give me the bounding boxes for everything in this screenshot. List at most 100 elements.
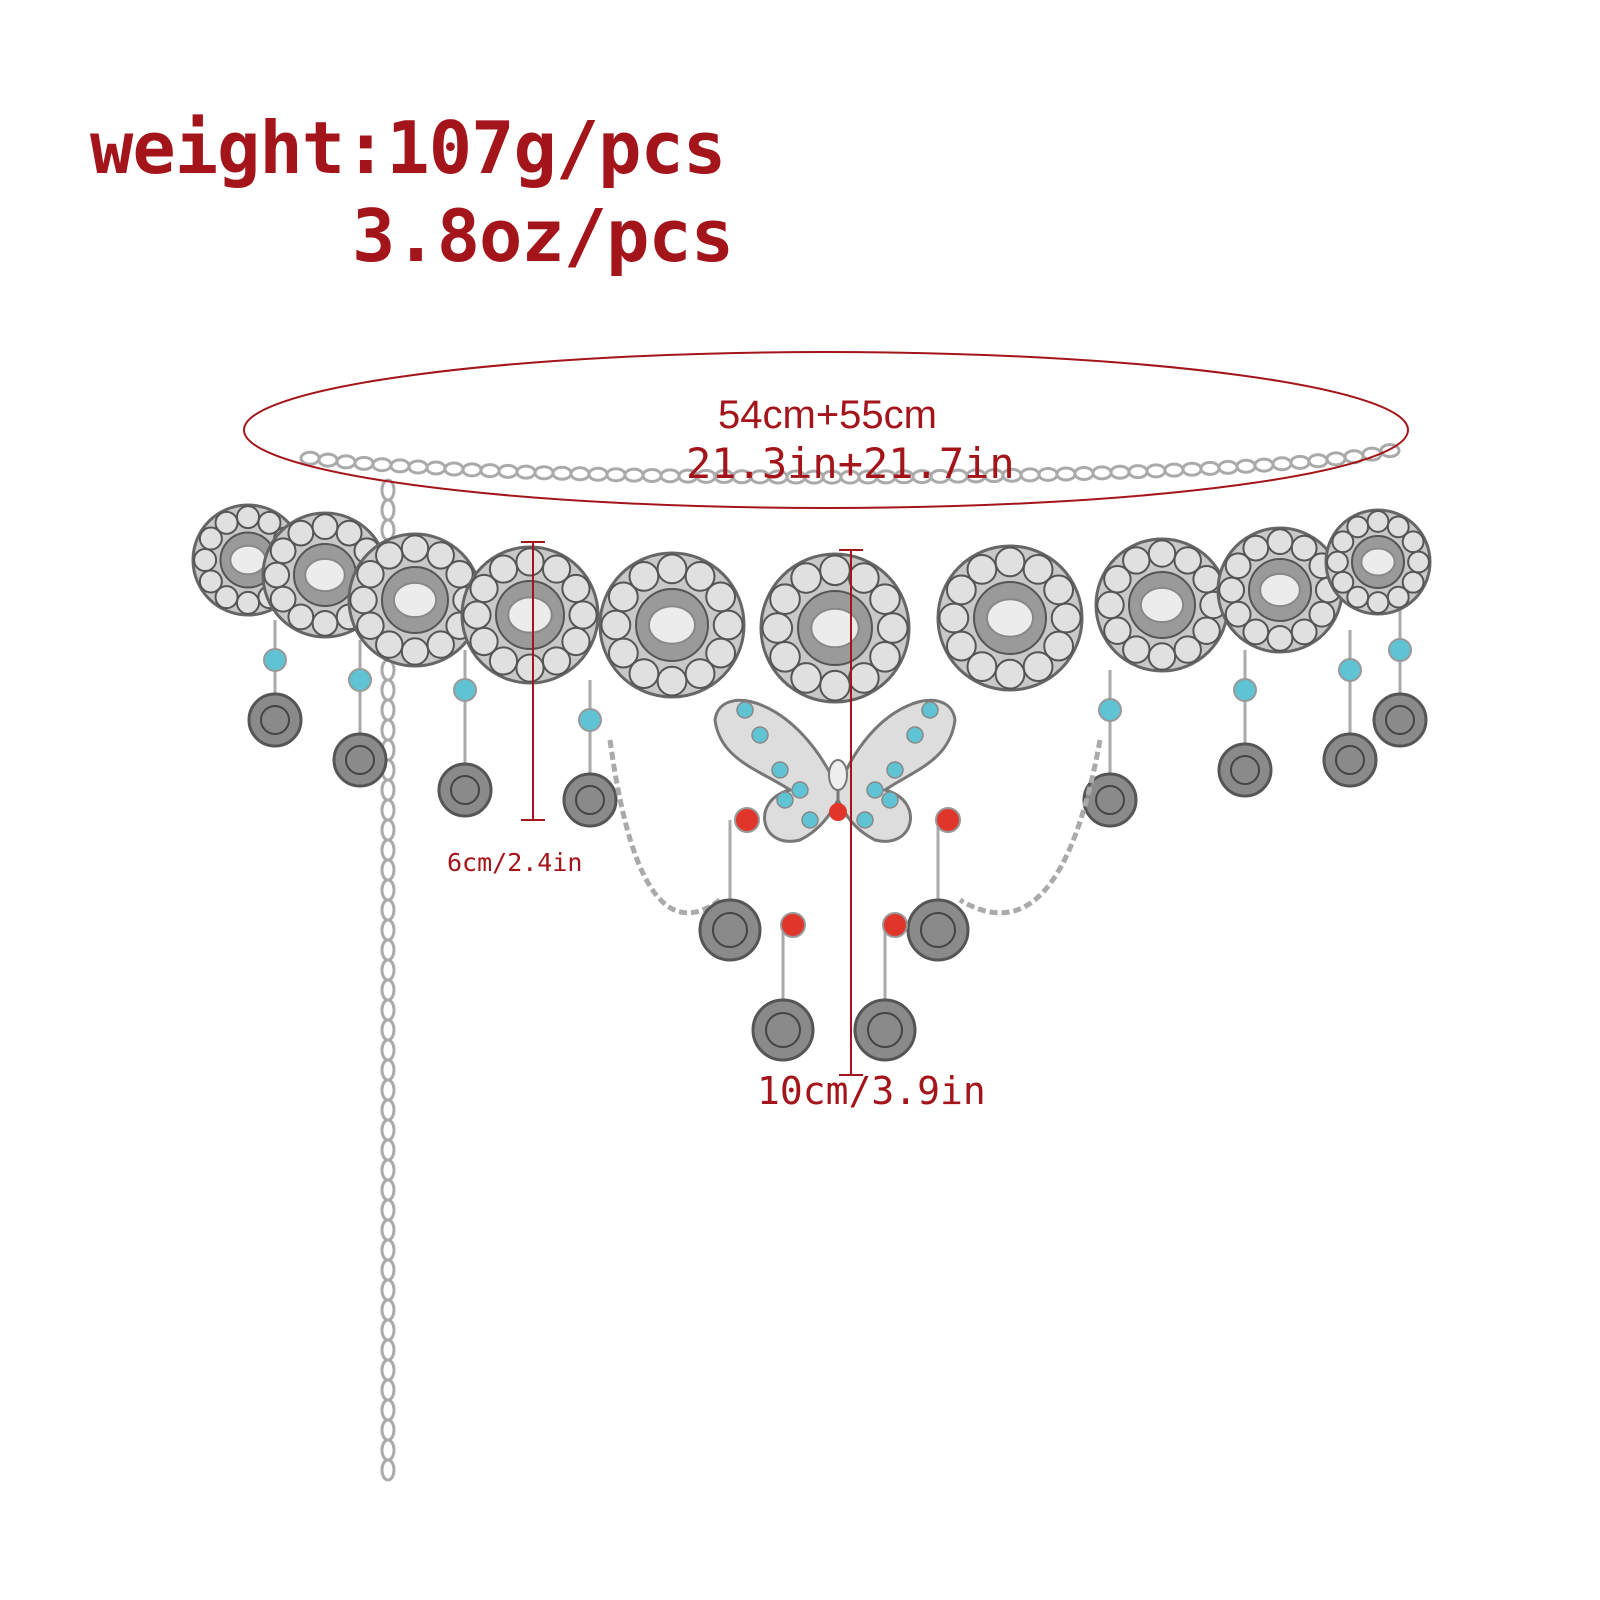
turquoise-bead — [866, 781, 884, 799]
chain-link — [1271, 456, 1293, 472]
flower-petal — [1173, 635, 1202, 664]
turquoise-bead — [856, 811, 874, 829]
flower-petal — [769, 641, 801, 673]
flower-petal — [1022, 651, 1054, 683]
extension-chain — [299, 443, 1401, 1482]
flower-petal — [876, 612, 909, 644]
flower-petal — [945, 630, 977, 662]
coin — [1322, 732, 1378, 788]
flower-petal — [561, 573, 591, 604]
flower-petal — [356, 560, 385, 589]
flower-petal — [966, 651, 998, 683]
chain-link — [380, 878, 396, 902]
chain-link — [1235, 458, 1257, 474]
flower-petal — [287, 603, 315, 631]
chain-link — [380, 898, 396, 922]
flower-petal — [628, 560, 660, 592]
flower-petal — [1308, 600, 1336, 628]
chain-link — [569, 466, 591, 482]
flower-petal — [1103, 616, 1132, 645]
chain-link — [1289, 454, 1311, 470]
chain-link — [380, 1378, 396, 1402]
chain-link — [1199, 460, 1221, 476]
chain-link — [380, 1318, 396, 1342]
chain-link — [1307, 453, 1329, 469]
flower-petal — [426, 541, 455, 570]
chain-link — [380, 678, 396, 702]
chain-link — [380, 1118, 396, 1142]
turquoise-bead — [906, 726, 924, 744]
flower-petal — [1290, 618, 1318, 646]
chain-link — [1073, 465, 1095, 481]
chain-link — [299, 450, 321, 466]
chain-link — [380, 958, 396, 982]
flower-petal — [269, 537, 297, 565]
chain-link — [1217, 459, 1239, 475]
coin — [853, 998, 917, 1062]
turquoise-bead — [751, 726, 769, 744]
flower-petal — [198, 569, 223, 594]
flower-petal — [819, 669, 851, 702]
flower-center — [1259, 572, 1301, 608]
flower-petal — [1173, 546, 1202, 575]
chain-link — [587, 466, 609, 482]
chain-link — [380, 698, 396, 722]
coin-pattern — [867, 1012, 903, 1048]
chain-link — [380, 818, 396, 842]
coin — [1372, 692, 1428, 748]
flower-petal — [445, 560, 474, 589]
flower-petal — [469, 573, 499, 604]
flower-petal — [607, 581, 639, 613]
flower-petal — [1022, 553, 1054, 585]
red-bead — [734, 807, 760, 833]
chain-link — [515, 464, 537, 480]
flower-petal — [1386, 585, 1410, 609]
chain-link — [623, 467, 645, 483]
coin-pattern — [575, 785, 605, 815]
chain-link — [380, 918, 396, 942]
chain-link — [1145, 463, 1167, 479]
turquoise-bead — [736, 701, 754, 719]
chain-link — [443, 461, 465, 477]
chain-link — [380, 1018, 396, 1042]
chain-link — [380, 1058, 396, 1082]
flower-petal — [966, 553, 998, 585]
flower-petal — [1401, 570, 1425, 594]
coin-pattern — [1335, 745, 1365, 775]
flower-petal — [1122, 635, 1151, 664]
flower-center — [304, 557, 346, 593]
weight-grams-label: weight:107g/pcs — [90, 106, 726, 190]
flower-petal — [1346, 515, 1370, 539]
flower-petal — [1147, 539, 1177, 568]
flower-center — [1360, 547, 1396, 577]
coin-pattern — [260, 705, 290, 735]
chain-link — [605, 467, 627, 483]
weight-ounces-label: 3.8oz/pcs — [352, 194, 734, 278]
flower-petal — [193, 548, 218, 572]
coin — [1217, 742, 1273, 798]
chain-link — [380, 498, 396, 522]
flower-petal — [705, 581, 737, 613]
coin — [562, 772, 618, 828]
flower-petal — [819, 554, 851, 587]
chain-link — [497, 463, 519, 479]
chain-link — [380, 1398, 396, 1422]
flower-petal — [848, 662, 880, 694]
turquoise-bead — [348, 668, 372, 692]
chain-link — [380, 1338, 396, 1362]
coin — [437, 762, 493, 818]
chain-link — [551, 465, 573, 481]
coin-pattern — [712, 912, 748, 948]
chain-link — [380, 938, 396, 962]
flower-petal — [311, 513, 339, 541]
flower-petal — [1122, 546, 1151, 575]
coin-pattern — [1230, 755, 1260, 785]
flower-petal — [1346, 585, 1370, 609]
chain-link — [1091, 465, 1113, 481]
chain-link — [1055, 466, 1077, 482]
flower-petal — [263, 561, 291, 589]
turquoise-bead — [886, 761, 904, 779]
red-bead — [829, 803, 847, 821]
chain-link — [1163, 462, 1185, 478]
